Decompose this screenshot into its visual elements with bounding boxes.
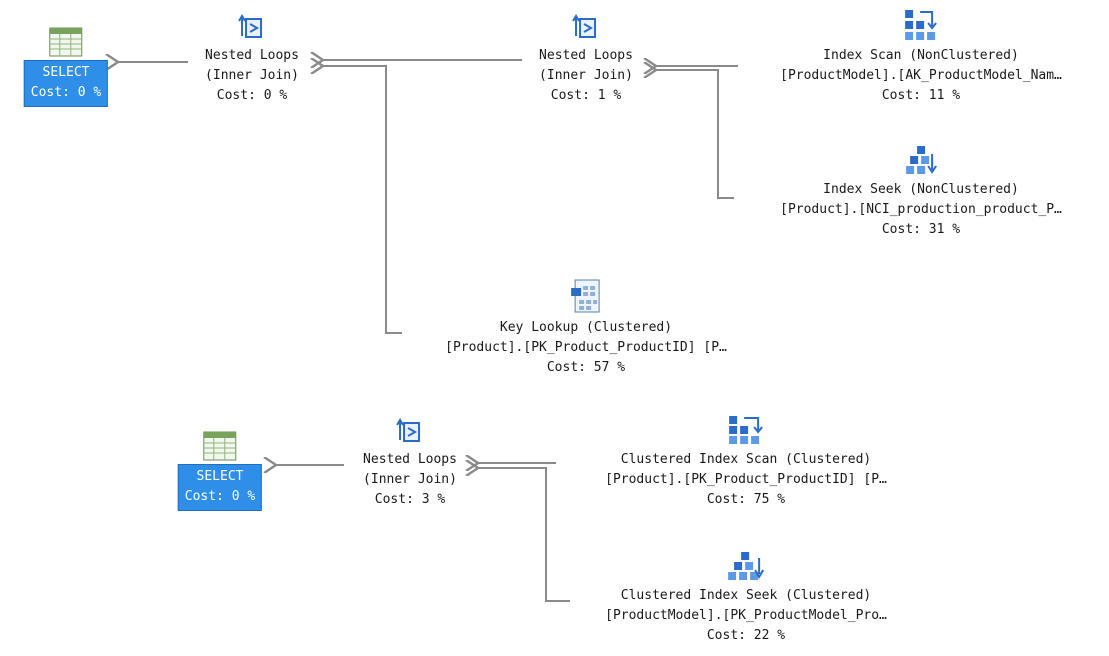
select-box[interactable]: SELECT Cost: 0 %: [23, 60, 109, 107]
operator-name: Index Scan (NonClustered): [823, 48, 1019, 63]
plan1-connectors: [118, 60, 738, 334]
nested-loops-icon: [571, 8, 601, 42]
plan1-key-lookup[interactable]: Key Lookup (Clustered) [Product].[PK_Pro…: [445, 279, 727, 378]
operator-cost: Cost: 31 %: [881, 222, 961, 237]
operator-detail: (Inner Join): [539, 68, 633, 83]
operator-object: [ProductModel].[AK_ProductModel_Nam…: [780, 68, 1062, 83]
select-label: SELECT: [196, 469, 244, 484]
index-seek-icon: [904, 142, 938, 176]
arrow-seek-to-nl: [478, 468, 570, 602]
plan2-nested-loops[interactable]: Nested Loops (Inner Join) Cost: 3 %: [363, 412, 457, 510]
operator-object: [Product].[PK_Product_ProductID] [P…: [445, 340, 727, 355]
plan1-nested-loops-outer[interactable]: Nested Loops (Inner Join) Cost: 0 %: [205, 8, 299, 106]
plan2-clustered-index-seek[interactable]: Clustered Index Seek (Clustered) [Produc…: [605, 548, 887, 646]
plan2-connectors: [276, 463, 570, 602]
plan1-select-node[interactable]: SELECT Cost: 0 %: [23, 20, 109, 107]
nested-loops-icon: [237, 8, 267, 42]
operator-detail: (Inner Join): [205, 68, 299, 83]
arrow-lookup-to-outer: [323, 66, 402, 334]
table-grid-icon: [48, 20, 84, 58]
operator-object: [Product].[PK_Product_ProductID] [P…: [605, 472, 887, 487]
plan1-index-scan[interactable]: Index Scan (NonClustered) [ProductModel]…: [780, 8, 1062, 106]
operator-cost: Cost: 57 %: [546, 360, 626, 375]
key-lookup-icon: [569, 279, 603, 314]
operator-cost: Cost: 22 %: [706, 628, 786, 643]
operator-name: Clustered Index Seek (Clustered): [620, 588, 872, 603]
operator-detail: (Inner Join): [363, 472, 457, 487]
operator-cost: Cost: 1 %: [550, 88, 622, 103]
index-scan-icon: [902, 8, 940, 42]
operator-name: Nested Loops: [363, 452, 457, 467]
operator-cost: Cost: 0 %: [216, 88, 288, 103]
operator-name: Nested Loops: [205, 48, 299, 63]
table-grid-icon: [202, 424, 238, 462]
operator-name: Nested Loops: [539, 48, 633, 63]
operator-cost: Cost: 11 %: [881, 88, 961, 103]
operator-cost: Cost: 3 %: [374, 492, 446, 507]
operator-name: Key Lookup (Clustered): [499, 320, 673, 335]
arrow-seek-to-inner: [656, 70, 734, 199]
operator-object: [ProductModel].[PK_ProductModel_Pro…: [605, 608, 887, 623]
plan1-index-seek[interactable]: Index Seek (NonClustered) [Product].[NCI…: [780, 142, 1062, 240]
select-box[interactable]: SELECT Cost: 0 %: [177, 464, 263, 511]
operator-name: Clustered Index Scan (Clustered): [620, 452, 872, 467]
select-label: SELECT: [42, 65, 90, 80]
plan2-select-node[interactable]: SELECT Cost: 0 %: [177, 424, 263, 511]
plan2-clustered-index-scan[interactable]: Clustered Index Scan (Clustered) [Produc…: [605, 412, 887, 510]
select-cost: Cost: 0 %: [30, 85, 102, 100]
clustered-index-scan-icon: [726, 412, 766, 446]
nested-loops-icon: [395, 412, 425, 446]
plan1-nested-loops-inner[interactable]: Nested Loops (Inner Join) Cost: 1 %: [539, 8, 633, 106]
operator-name: Index Seek (NonClustered): [823, 182, 1019, 197]
select-cost: Cost: 0 %: [184, 489, 256, 504]
clustered-index-seek-icon: [726, 548, 766, 582]
operator-cost: Cost: 75 %: [706, 492, 786, 507]
operator-object: [Product].[NCI_production_product_P…: [780, 202, 1062, 217]
